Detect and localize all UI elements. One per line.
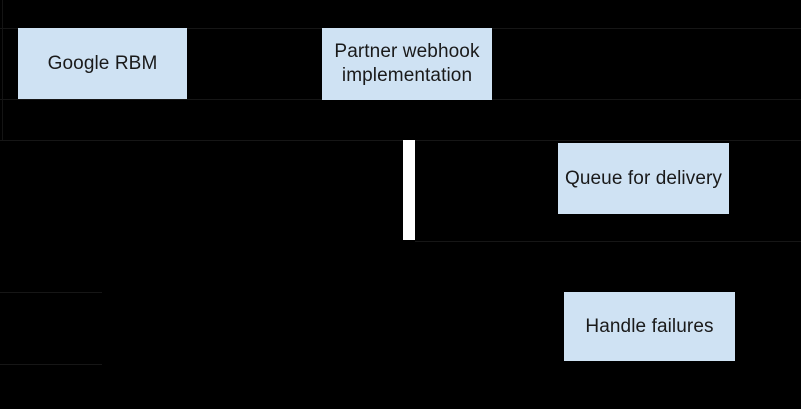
node-partner-webhook: Partner webhook implementation — [322, 28, 492, 100]
faint-line-activation-top — [0, 140, 801, 141]
webhook-activation-bar — [403, 140, 415, 240]
node-handle-failures-label: Handle failures — [585, 315, 714, 337]
faint-line-failures-bottom — [0, 364, 102, 365]
node-queue-for-delivery: Queue for delivery — [558, 143, 729, 214]
node-partner-webhook-label: Partner webhook implementation — [334, 41, 480, 86]
node-google-rbm: Google RBM — [18, 28, 187, 99]
node-handle-failures: Handle failures — [564, 292, 735, 361]
faint-line-left-edge — [2, 0, 3, 140]
node-google-rbm-label: Google RBM — [47, 52, 158, 74]
faint-line-failures-top — [0, 292, 102, 293]
faint-line-queue-return — [415, 241, 801, 242]
node-queue-for-delivery-label: Queue for delivery — [564, 167, 723, 189]
